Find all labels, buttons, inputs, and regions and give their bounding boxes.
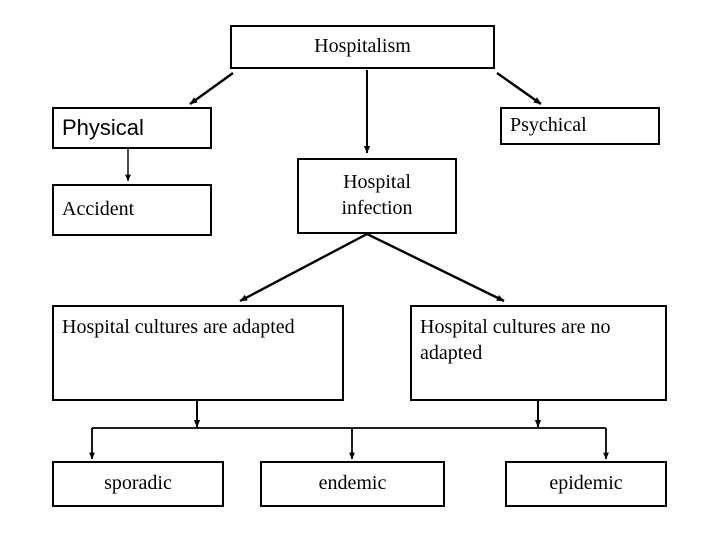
edge-infection-to-cultures-no-adapted <box>366 232 505 303</box>
node-sporadic[interactable]: sporadic <box>52 461 224 507</box>
node-physical-label: Physical <box>62 114 144 140</box>
node-psychical-label: Psychical <box>510 114 587 137</box>
node-cultures-no-adapted[interactable]: Hospital cultures are no adapted <box>410 305 667 401</box>
edge-hospitalism-to-physical <box>189 72 234 105</box>
node-cultures-no-adapted-label: Hospital cultures are no adapted <box>420 316 611 364</box>
node-hospitalism[interactable]: Hospitalism <box>230 25 495 69</box>
edge-hospitalism-to-psychical <box>496 72 542 105</box>
node-endemic-label: endemic <box>318 472 387 495</box>
node-hospital-infection-label: Hospital infection <box>341 171 413 219</box>
node-cultures-adapted[interactable]: Hospital cultures are adapted <box>52 305 344 401</box>
node-psychical[interactable]: Psychical <box>500 107 660 145</box>
edge-infection-to-cultures-adapted <box>239 232 368 303</box>
node-epidemic[interactable]: epidemic <box>505 461 667 507</box>
node-sporadic-label: sporadic <box>104 472 172 495</box>
node-physical[interactable]: Physical <box>52 107 212 149</box>
node-accident-label: Accident <box>62 198 135 221</box>
node-cultures-adapted-label: Hospital cultures are adapted <box>62 316 295 338</box>
node-hospitalism-label: Hospitalism <box>314 35 411 58</box>
node-accident[interactable]: Accident <box>52 184 212 236</box>
node-epidemic-label: epidemic <box>549 472 623 495</box>
node-hospital-infection[interactable]: Hospital infection <box>297 158 457 234</box>
node-endemic[interactable]: endemic <box>260 461 445 507</box>
